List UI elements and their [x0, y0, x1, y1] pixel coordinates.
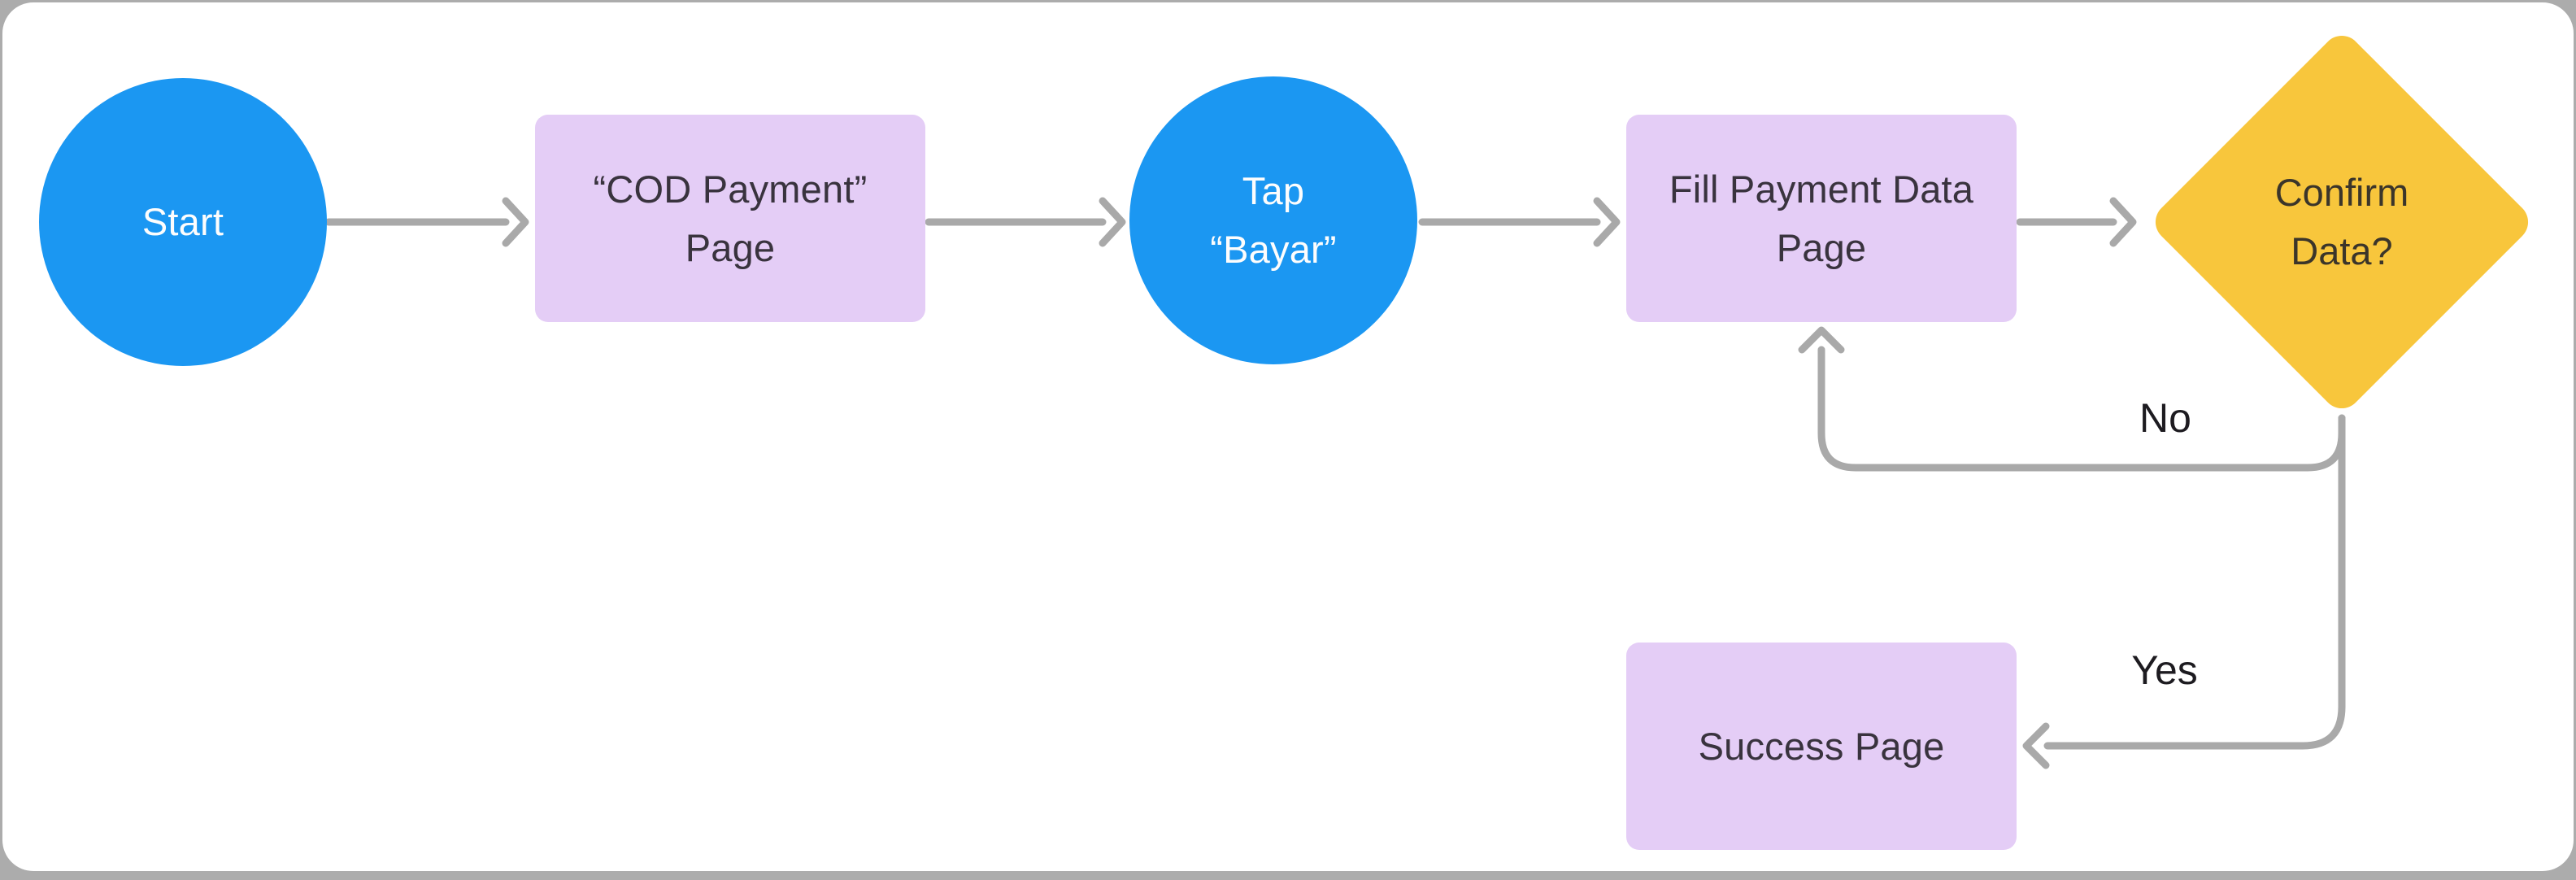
edge-label-yes[interactable]: Yes [2131, 647, 2198, 693]
connector-cod-to-tap[interactable] [925, 197, 1126, 247]
confirm-data-label-line1: Confirm [2274, 171, 2409, 214]
connector-tap-to-fill[interactable] [1418, 197, 1621, 247]
fill-payment-data-page-node[interactable]: Fill Payment Data Page [1626, 115, 2017, 322]
fill-payment-data-label-line2: Page [1776, 225, 1867, 269]
tap-bayar-label-line1: Tap [1242, 169, 1305, 212]
connector-yes-confirm-to-success[interactable] [2022, 414, 2346, 769]
cod-payment-page-node[interactable]: “COD Payment” Page [535, 115, 925, 322]
cod-payment-page-label-line1: “COD Payment” [593, 167, 868, 211]
cod-payment-page-label-line2: Page [685, 225, 776, 269]
fill-payment-data-label-line1: Fill Payment Data [1669, 167, 1974, 211]
start-node-label: Start [141, 200, 224, 243]
success-page-node[interactable]: Success Page [1626, 643, 2017, 850]
connector-fill-to-confirm[interactable] [2016, 197, 2137, 247]
tap-bayar-label-line2: “Bayar” [1210, 228, 1337, 271]
edge-label-no[interactable]: No [2139, 395, 2191, 441]
confirm-data-decision-label: Confirm Data? [2204, 85, 2479, 359]
confirm-data-label-line2: Data? [2291, 229, 2393, 272]
connector-start-to-cod[interactable] [324, 197, 529, 247]
start-node[interactable]: Start [39, 78, 327, 366]
tap-bayar-node[interactable]: Tap “Bayar” [1129, 76, 1417, 364]
success-page-label: Success Page [1698, 724, 1945, 768]
